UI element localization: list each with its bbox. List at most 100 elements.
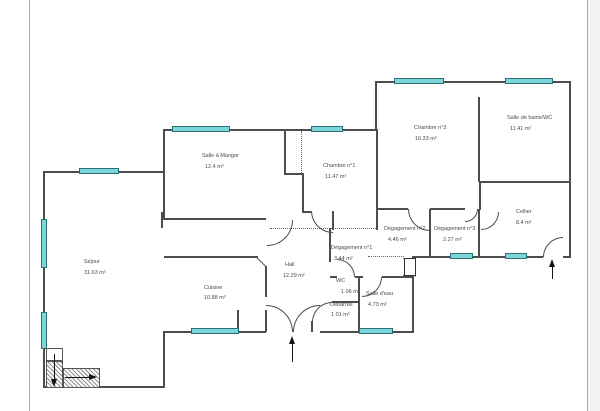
wall-segment bbox=[332, 301, 360, 303]
wall-segment bbox=[376, 129, 378, 230]
duct-shaft bbox=[404, 258, 416, 276]
wall-segment bbox=[412, 256, 414, 333]
stair-arrow bbox=[65, 377, 90, 378]
room-area-label: 3.44 m² bbox=[334, 256, 353, 262]
room-area-label: 8.4 m² bbox=[516, 220, 532, 226]
entrance-arrow-head bbox=[548, 259, 555, 267]
room-area-label: 31.63 m² bbox=[84, 270, 106, 276]
window-marker bbox=[172, 126, 230, 132]
window-marker bbox=[394, 78, 444, 84]
room-area-label: 12.29 m² bbox=[283, 273, 305, 279]
room-area-label: 16.33 m² bbox=[415, 136, 437, 142]
window-marker bbox=[450, 253, 473, 259]
room-area-label: 10.88 m² bbox=[204, 295, 226, 301]
room-label: Cellier bbox=[516, 209, 532, 215]
wall-segment bbox=[376, 208, 408, 210]
wall-segment bbox=[303, 211, 311, 213]
window-marker bbox=[79, 168, 119, 174]
window-marker bbox=[191, 328, 239, 334]
wall-segment bbox=[43, 171, 45, 388]
wall-segment bbox=[163, 129, 165, 173]
room-label: Hall bbox=[285, 262, 295, 268]
wall-segment bbox=[161, 212, 163, 228]
room-area-label: 11.41 m² bbox=[510, 126, 532, 132]
wall-segment bbox=[163, 171, 165, 220]
room-label: Débarras bbox=[330, 302, 353, 308]
window-marker bbox=[505, 78, 553, 84]
stair-flight-vertical bbox=[46, 361, 63, 388]
wall-segment bbox=[284, 129, 286, 175]
room-label: WC bbox=[336, 278, 346, 284]
room-area-label: 1.06 m² bbox=[341, 289, 360, 295]
entrance-arrow bbox=[292, 343, 293, 362]
right-panel-divider bbox=[587, 0, 588, 411]
wall-segment bbox=[265, 266, 267, 297]
wall-segment bbox=[163, 331, 165, 388]
wall-segment bbox=[329, 228, 331, 262]
room-area-label: 12.4 m² bbox=[205, 164, 224, 170]
room-area-label: 11.47 m² bbox=[325, 174, 347, 180]
room-label: Dégagement n°3 bbox=[434, 226, 476, 232]
room-label: Dégagement n°1 bbox=[331, 245, 373, 251]
wall-segment bbox=[382, 276, 413, 278]
wall-segment bbox=[478, 97, 480, 182]
wall-segment bbox=[478, 209, 480, 257]
stair-arrow-head bbox=[50, 379, 57, 387]
wall-diagonal bbox=[256, 257, 267, 268]
right-panel-strip bbox=[588, 0, 600, 411]
door-arc bbox=[311, 211, 333, 233]
wall-segment bbox=[563, 256, 571, 258]
wall-segment bbox=[284, 173, 304, 175]
wall-segment bbox=[429, 209, 431, 257]
wall-segment bbox=[44, 386, 164, 388]
wall-segment bbox=[375, 81, 571, 83]
room-area-label: 1.01 m² bbox=[331, 312, 350, 318]
room-label: Chambre n°2 bbox=[414, 125, 447, 131]
room-label: Dégagement n°2 bbox=[384, 226, 426, 232]
room-label: Salle de bains/WC bbox=[507, 115, 553, 121]
wall-segment bbox=[479, 181, 481, 210]
room-area-label: 4.73 m² bbox=[368, 302, 387, 308]
room-label: Salle d'eau bbox=[366, 291, 394, 297]
room-label: Cuisine bbox=[204, 285, 223, 291]
stair-landing bbox=[46, 348, 63, 361]
room-label: Chambre n°1 bbox=[323, 163, 356, 169]
room-label: Salle à Manger bbox=[202, 153, 239, 159]
door-arc bbox=[465, 209, 478, 222]
stair-arrow-head bbox=[89, 374, 97, 380]
wall-segment bbox=[375, 81, 377, 131]
stair-flight-horizontal bbox=[63, 368, 100, 388]
door-arc bbox=[481, 212, 499, 230]
wall-segment bbox=[330, 276, 337, 278]
wall-segment bbox=[479, 181, 571, 183]
wall-segment bbox=[163, 218, 266, 220]
stair-arrow bbox=[53, 354, 55, 380]
wall-segment bbox=[302, 173, 304, 213]
entrance-arrow bbox=[551, 266, 553, 279]
entrance-arrow-head bbox=[289, 336, 295, 344]
window-marker bbox=[359, 328, 393, 334]
dashed-partition bbox=[301, 131, 302, 173]
wall-segment bbox=[358, 276, 360, 332]
dashed-partition bbox=[368, 256, 404, 257]
room-label: Séjour bbox=[84, 259, 100, 265]
room-area-label: 2.27 m² bbox=[443, 237, 462, 243]
wall-segment bbox=[237, 310, 239, 332]
wall-segment bbox=[430, 208, 465, 210]
wall-segment bbox=[164, 256, 258, 258]
wall-segment bbox=[163, 129, 376, 131]
window-marker bbox=[41, 219, 47, 268]
window-marker bbox=[41, 312, 47, 349]
wall-segment bbox=[332, 211, 334, 230]
door-arc bbox=[267, 220, 293, 246]
door-arc bbox=[293, 305, 320, 332]
window-marker bbox=[311, 126, 343, 132]
door-arc bbox=[543, 237, 563, 257]
room-area-label: 4.46 m² bbox=[388, 237, 407, 243]
wall-segment bbox=[569, 81, 571, 258]
left-panel-divider bbox=[29, 0, 30, 411]
window-marker bbox=[505, 253, 527, 259]
door-arc bbox=[266, 305, 293, 332]
